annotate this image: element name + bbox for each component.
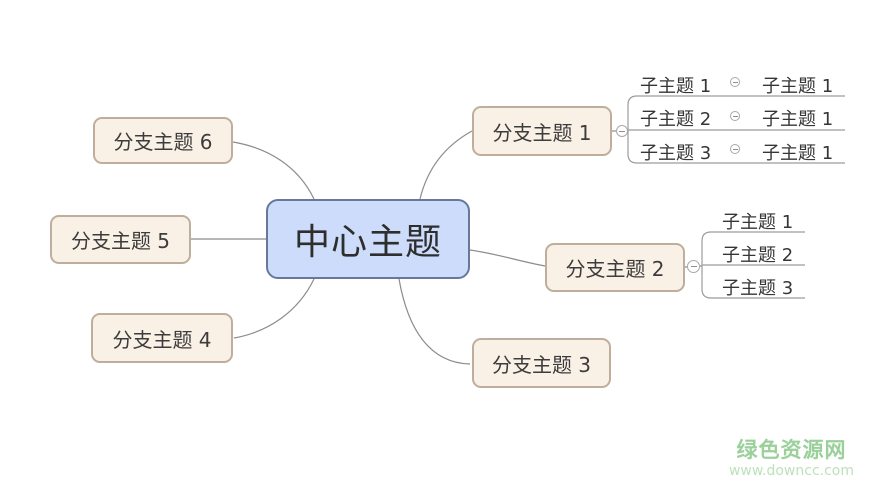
branch-node-4[interactable]: 分支主题 4 <box>91 313 233 363</box>
subtopic-b1-row2[interactable]: 子主题 2 <box>640 109 712 130</box>
minus-glyph <box>732 115 738 117</box>
watermark-site-url: www.downcc.com <box>728 462 854 479</box>
central-topic-label: 中心主题 <box>293 222 442 263</box>
subtopic-b1-row3[interactable]: 子主题 3 <box>640 143 712 164</box>
minus-glyph <box>619 130 625 132</box>
leaf-b1-row3[interactable]: 子主题 1 <box>762 143 834 164</box>
branch-node-3[interactable]: 分支主题 3 <box>472 338 611 388</box>
branch-node-5[interactable]: 分支主题 5 <box>50 215 191 264</box>
subtopic-b2-row3[interactable]: 子主题 3 <box>722 278 794 299</box>
subtopic-b1-row1[interactable]: 子主题 1 <box>640 76 712 97</box>
minus-glyph <box>732 81 738 83</box>
branch-2-label: 分支主题 2 <box>565 257 665 281</box>
branch-3-label: 分支主题 3 <box>491 352 592 377</box>
collapse-icon-b1-row3[interactable] <box>730 144 740 154</box>
collapse-icon-branch2[interactable] <box>687 260 700 273</box>
leaf-b1-row2[interactable]: 子主题 1 <box>762 109 834 130</box>
collapse-icon-branch1[interactable] <box>616 125 628 137</box>
connector-central-branch3 <box>398 278 471 365</box>
branch-1-label: 分支主题 1 <box>492 120 592 145</box>
central-topic-node[interactable]: 中心主题 <box>266 199 470 279</box>
subtopic-b2-row1[interactable]: 子主题 1 <box>722 212 794 233</box>
minus-glyph <box>690 266 697 267</box>
minus-glyph <box>732 148 738 150</box>
branch-6-label: 分支主题 6 <box>113 130 213 154</box>
connector-central-branch1 <box>419 130 473 200</box>
connector-central-branch6 <box>232 141 315 200</box>
collapse-icon-b1-row1[interactable] <box>730 77 740 87</box>
watermark: 绿色资源网 www.downcc.com <box>728 437 854 479</box>
collapse-icon-b1-row2[interactable] <box>730 111 740 121</box>
connector-central-branch2 <box>469 249 546 267</box>
branch-node-1[interactable]: 分支主题 1 <box>472 106 612 156</box>
branch-5-label: 分支主题 5 <box>70 229 171 253</box>
branch-node-2[interactable]: 分支主题 2 <box>545 243 685 292</box>
leaf-b1-row1[interactable]: 子主题 1 <box>762 76 834 97</box>
branch-4-label: 分支主题 4 <box>112 327 212 352</box>
watermark-site-name: 绿色资源网 <box>736 437 847 462</box>
subtopic-b2-row2[interactable]: 子主题 2 <box>722 245 794 266</box>
connector-central-branch4 <box>233 278 315 339</box>
branch-node-6[interactable]: 分支主题 6 <box>93 117 233 164</box>
